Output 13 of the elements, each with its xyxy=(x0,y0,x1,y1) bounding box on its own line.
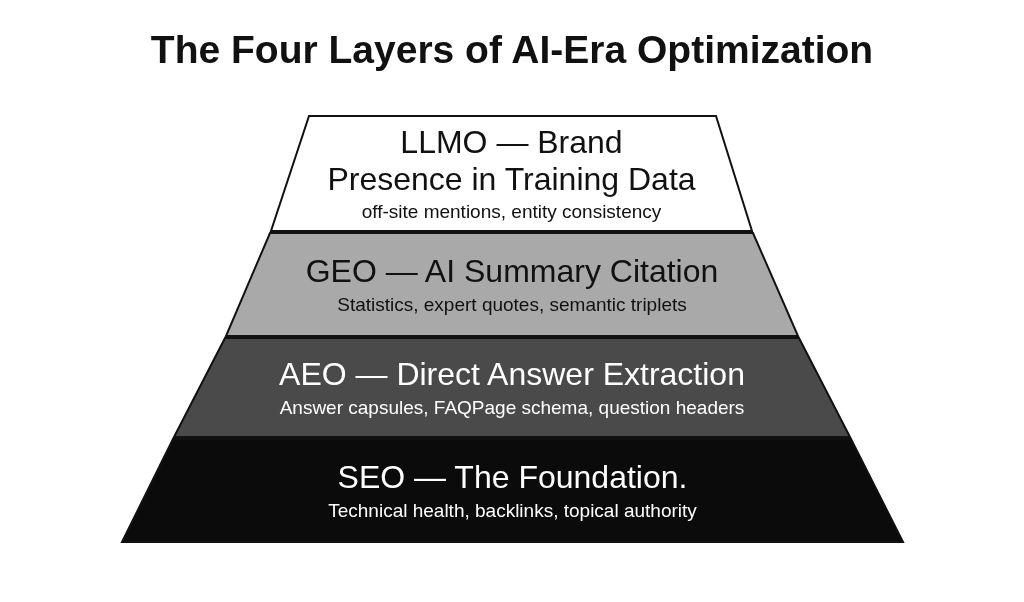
layer-title: SEO — The Foundation. xyxy=(337,459,688,496)
pyramid-layer xyxy=(173,337,851,438)
layer-title: AEO — Direct Answer Extraction xyxy=(279,356,745,393)
pyramid-layer xyxy=(121,438,904,543)
layer-description: Technical health, backlinks, topical authority xyxy=(328,499,697,522)
layer-title: GEO — AI Summary Citation xyxy=(305,253,719,290)
layer-description: off-site mentions, entity consistency xyxy=(361,201,662,224)
layer-description: Answer capsules, FAQPage schema, question headers xyxy=(279,396,745,419)
layer-description: Statistics, expert quotes, semantic triplets xyxy=(337,293,687,316)
pyramid-layer xyxy=(225,232,799,337)
pyramid-layer xyxy=(270,115,753,232)
layer-title: LLMO — Brand Presence in Training Data xyxy=(326,123,697,198)
diagram-title: The Four Layers of AI-Era Optimization xyxy=(150,27,874,73)
